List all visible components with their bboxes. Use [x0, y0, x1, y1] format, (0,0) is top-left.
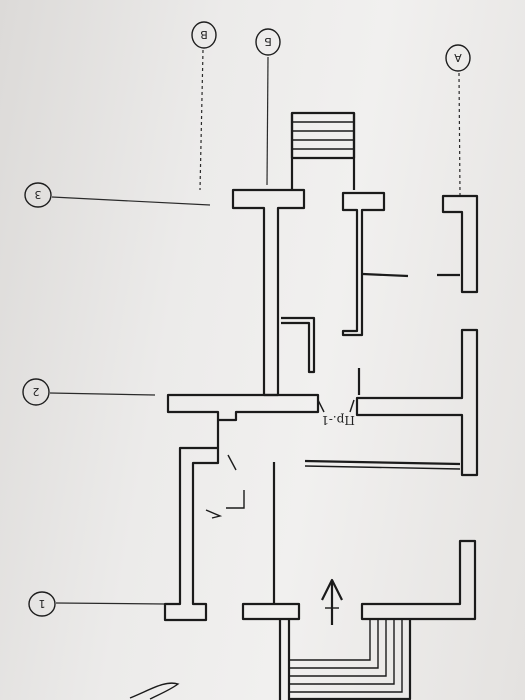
axis-label-B: Б [264, 35, 272, 48]
axis-label-A: А [454, 51, 462, 64]
axis-marker-A: А [445, 44, 471, 196]
middle-walls [163, 328, 479, 622]
axis-marker-V: В [191, 21, 217, 191]
bottom-walls [241, 539, 477, 621]
axis-label-V: В [200, 28, 208, 41]
axis-label-1: 1 [39, 597, 46, 610]
bottom-staircase [278, 619, 412, 700]
top-staircase [290, 111, 356, 190]
axis-label-2: 2 [33, 385, 40, 398]
signature-scribble [129, 682, 180, 700]
axis-marker-B: Б [255, 28, 281, 186]
axis-marker-1: 1 [28, 591, 166, 617]
lower-left-rooms [205, 454, 276, 604]
section-mark-label: Пр.-1 [321, 413, 355, 427]
entrance-arrow [321, 578, 343, 625]
upper-walls [231, 188, 479, 397]
axis-marker-2: 2 [22, 378, 156, 406]
axis-marker-3: 3 [24, 182, 211, 208]
axis-label-3: 3 [35, 188, 42, 201]
